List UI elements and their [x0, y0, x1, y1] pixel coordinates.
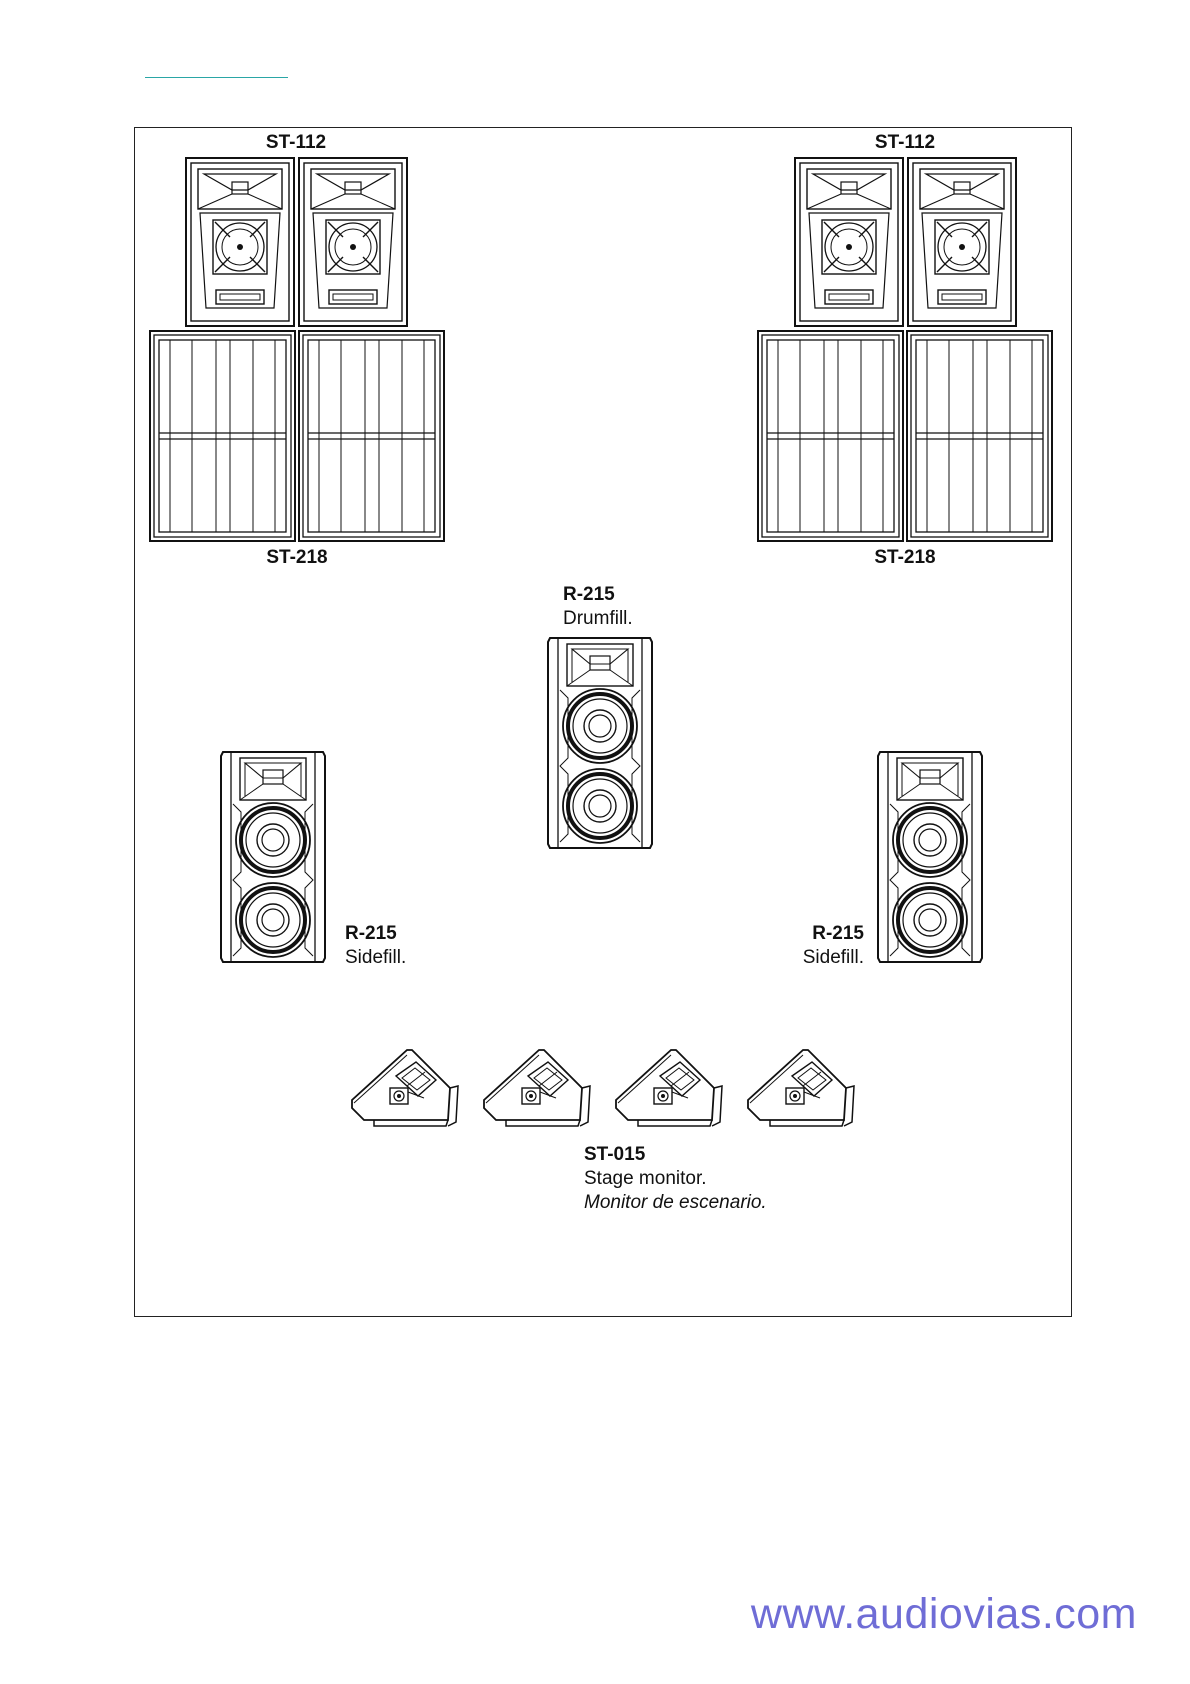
st015-monitor-2 [484, 1040, 590, 1128]
st218-right-cabinet-2 [907, 331, 1052, 541]
monitor-role-es-label: Monitor de escenario. [584, 1191, 767, 1215]
st015-monitor-3 [616, 1040, 722, 1128]
st015-monitor-4 [748, 1040, 854, 1128]
sidefill-left-role-label: Sidefill. [345, 946, 406, 970]
st112-left-label: ST-112 [266, 131, 326, 155]
r215-drumfill-cabinet [548, 638, 652, 848]
st218-left-cabinet-1 [150, 331, 295, 541]
st218-right-label: ST-218 [874, 546, 935, 570]
drumfill-role-label: Drumfill. [563, 607, 633, 631]
sidefill-left-model-label: R-215 [345, 922, 397, 946]
st015-monitor-1 [352, 1040, 458, 1128]
st112-right-cabinet-2 [908, 158, 1016, 326]
st112-right-label: ST-112 [875, 131, 935, 155]
header-rule [145, 77, 288, 78]
sidefill-right-role-label: Sidefill. [760, 946, 864, 970]
drumfill-model-label: R-215 [563, 583, 615, 607]
st218-left-label: ST-218 [266, 546, 327, 570]
footer-url[interactable]: www.audiovias.com [751, 1590, 1137, 1639]
st112-left-cabinet-1 [186, 158, 294, 326]
st218-right-cabinet-1 [758, 331, 903, 541]
r215-sidefill-right-cabinet [878, 752, 982, 962]
st218-left-cabinet-2 [299, 331, 444, 541]
monitor-model-label: ST-015 [584, 1143, 645, 1167]
r215-sidefill-left-cabinet [221, 752, 325, 962]
monitor-role-label: Stage monitor. [584, 1167, 707, 1191]
st112-left-cabinet-2 [299, 158, 407, 326]
st112-right-cabinet-1 [795, 158, 903, 326]
sidefill-right-model-label: R-215 [760, 922, 864, 946]
